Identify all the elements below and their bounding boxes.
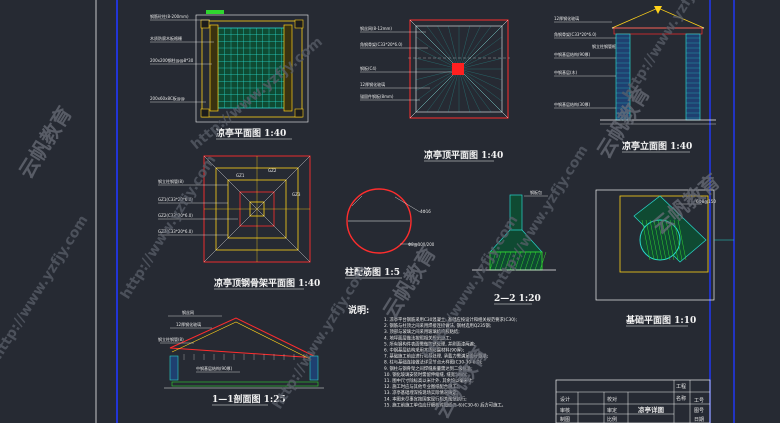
frame-tag-gz2: GZ2: [268, 168, 277, 173]
tb-row-2: 审核: [560, 407, 570, 414]
frame-label-gz2: GZ2(C33*20*6.0): [158, 213, 193, 218]
plan-label-1: 钢筋砼柱(8-200mm): [150, 13, 189, 19]
roof-label-1: 钢丝网(8-12mm): [360, 25, 392, 31]
section-2-2: 钢板包 2—2 1:20: [472, 189, 556, 305]
plan-title: 凉亭平面图 1:40: [216, 127, 286, 139]
notes-heading: 说明:: [348, 304, 369, 316]
tb-label-1: 工程: [676, 383, 686, 390]
note-item-13: 13. 凉亭基础埋深按现场实际情况确定;: [384, 389, 458, 396]
section11-label-3: 钢立柱钢管(8): [158, 336, 184, 342]
title-block: 工程 名称 设计 审核 制图 校对 审定 比例 凉亭详图 工号 图号 日期: [555, 379, 711, 423]
roof-label-2: 角钢骨架(C33*20*6.0): [360, 41, 403, 47]
roof-label-3: 钢板(C4): [360, 65, 377, 71]
column-title: 柱配筋图 1:5: [345, 266, 400, 278]
frame-tag-gz1: GZ1: [236, 173, 245, 178]
elev-label-1: 12厚钢化玻璃: [554, 15, 579, 21]
tb-right-3: 日期: [694, 417, 704, 423]
column-label-bars: 4Φ16: [420, 209, 431, 214]
note-item-10: 10. 钢化玻璃安装时需留伸缩缝, 缝宽5mm;: [384, 371, 468, 378]
note-item-5: 5. 所有钢构件表面需做防锈处理, 并刷面漆两遍;: [384, 340, 475, 347]
frame-tag-gz3: GZ3: [292, 192, 301, 197]
tb-drawing-name: 凉亭详图: [638, 405, 665, 414]
note-item-8: 8. 柱与基础连接做法详见节点大样图(C30-30-6.0);: [384, 359, 483, 366]
watermark-cn-1: 云帆教育: [14, 102, 77, 183]
note-item-14: 14. 本图未尽事宜按国家现行相关规范执行;: [384, 395, 467, 402]
plan-label-2: 木质防腐木板格栅: [150, 35, 182, 41]
elev-label-2: 角钢骨架(C33*20*6.0): [554, 31, 597, 37]
note-item-6: 6. 中钢基层结构采用木质防腐材料(90厚);: [384, 347, 464, 354]
note-item-15: 15. 施工前施工单位应仔细核对图纸(5-6)(C30-6) 后方可施工。: [384, 401, 506, 408]
roof-label-4: 12厚钢化玻璃: [360, 81, 385, 87]
column-section: 4Φ16 Φ8@100/200 柱配筋图 1:5: [345, 188, 435, 279]
elev-label-5: 中钢基层(木): [554, 69, 578, 75]
notes-block: 说明: 1. 凉亭平台钢筋采用C30混凝土, 基础应按设计和相关规范要求(C30…: [348, 304, 517, 408]
tb-label-2: 名称: [676, 395, 686, 402]
frame-label-gz3: GZ3(C33*20*6.0): [158, 229, 193, 234]
section22-label: 钢板包: [530, 189, 542, 195]
frame-label-gz1: GZ1(C33*20*6.0): [158, 197, 193, 202]
tb-row-right-3: 比例: [607, 416, 617, 423]
column-label-stirrup: Φ8@100/200: [408, 242, 435, 247]
foundation-label: 6Φ8@150: [696, 199, 716, 204]
frame-plan-view: 钢立柱钢管(8) GZ1 GZ2 GZ3 GZ1(C33*20*6.0) GZ2…: [158, 155, 320, 290]
section11-label-2: 12厚钢化玻璃: [176, 321, 201, 327]
elev-label-4: 钢立柱钢管框: [592, 43, 616, 49]
roof-plan-view: 钢丝网(8-12mm) 角钢骨架(C33*20*6.0) 钢板(C4) 12厚钢…: [360, 19, 510, 162]
roof-plan-title: 凉亭顶平面图 1:40: [424, 149, 503, 161]
note-item-2: 2. 钢筋与柱顶之间采用焊接连接做法, 钢材选用Q235钢;: [384, 322, 491, 329]
tb-row-right-1: 校对: [607, 396, 617, 403]
note-item-4: 4. 地坪面层做法按照相关规范施工;: [384, 334, 451, 341]
roof-label-5: 锚固件钢板(8mm): [360, 93, 394, 99]
section11-label-4: 中钢基层结构(90厚): [196, 365, 233, 371]
tb-row-1: 设计: [560, 396, 570, 403]
frame-plan-title: 凉亭顶钢骨架平面图 1:40: [214, 277, 320, 289]
note-item-12: 12. 施工时应与其他专业图纸配合施工;: [384, 383, 458, 390]
elev-label-3: 中钢基层结构(90厚): [554, 51, 591, 57]
note-item-11: 11. 图中尺寸除标高以米计外, 其余均以毫米计;: [384, 377, 474, 384]
note-item-9: 9. 钢柱与钢骨架之间焊缝质量需达到二级标准;: [384, 365, 473, 372]
section11-title: 1—1剖面图 1:25: [212, 393, 286, 405]
note-item-7: 7. 基础施工前应进行地基处理, 承载力需满足设计要求;: [384, 353, 488, 360]
foundation-plan: 6Φ8@150 基础平面图 1:10: [595, 189, 734, 327]
elevation-view: 12厚钢化玻璃 角钢骨架(C33*20*6.0) 中钢基层结构(90厚) 钢立柱…: [554, 6, 716, 153]
note-item-1: 1. 凉亭平台钢筋采用C30混凝土, 基础应按设计和相关规范要求(C30);: [384, 316, 517, 323]
elev-label-6: 中钢基层结构(30厚): [554, 101, 591, 107]
watermark-cn-2: 云帆教育: [378, 242, 441, 323]
frame-label-main: 钢立柱钢管(8): [158, 178, 184, 184]
foundation-title: 基础平面图 1:10: [625, 314, 696, 326]
tb-right-1: 工号: [694, 398, 704, 404]
note-item-3: 3. 顶部与玻璃之间采用玻璃结构胶粘结;: [384, 328, 460, 335]
tb-right-2: 图号: [694, 408, 704, 414]
plan-label-4: 200x60x8C板@@: [150, 95, 185, 101]
elevation-title: 凉亭立面图 1:40: [622, 140, 692, 152]
plan-view: 钢筋砼柱(8-200mm) 木质防腐木板格栅 200x200钢柱@@8*30 2…: [150, 10, 309, 140]
tb-row-right-2: 审定: [607, 407, 617, 414]
plan-label-3: 200x200钢柱@@8*30: [150, 57, 194, 63]
section11-label-1: 钢丝网: [182, 309, 194, 315]
watermark-url-7: http://www.yzfjy.com: [0, 213, 91, 362]
tb-row-3: 制图: [560, 416, 570, 423]
section22-title: 2—2 1:20: [494, 294, 541, 304]
section-1-1: 钢丝网 12厚钢化玻璃 钢立柱钢管(8) 中钢基层结构(90厚) 1—1剖面图 …: [158, 309, 324, 406]
